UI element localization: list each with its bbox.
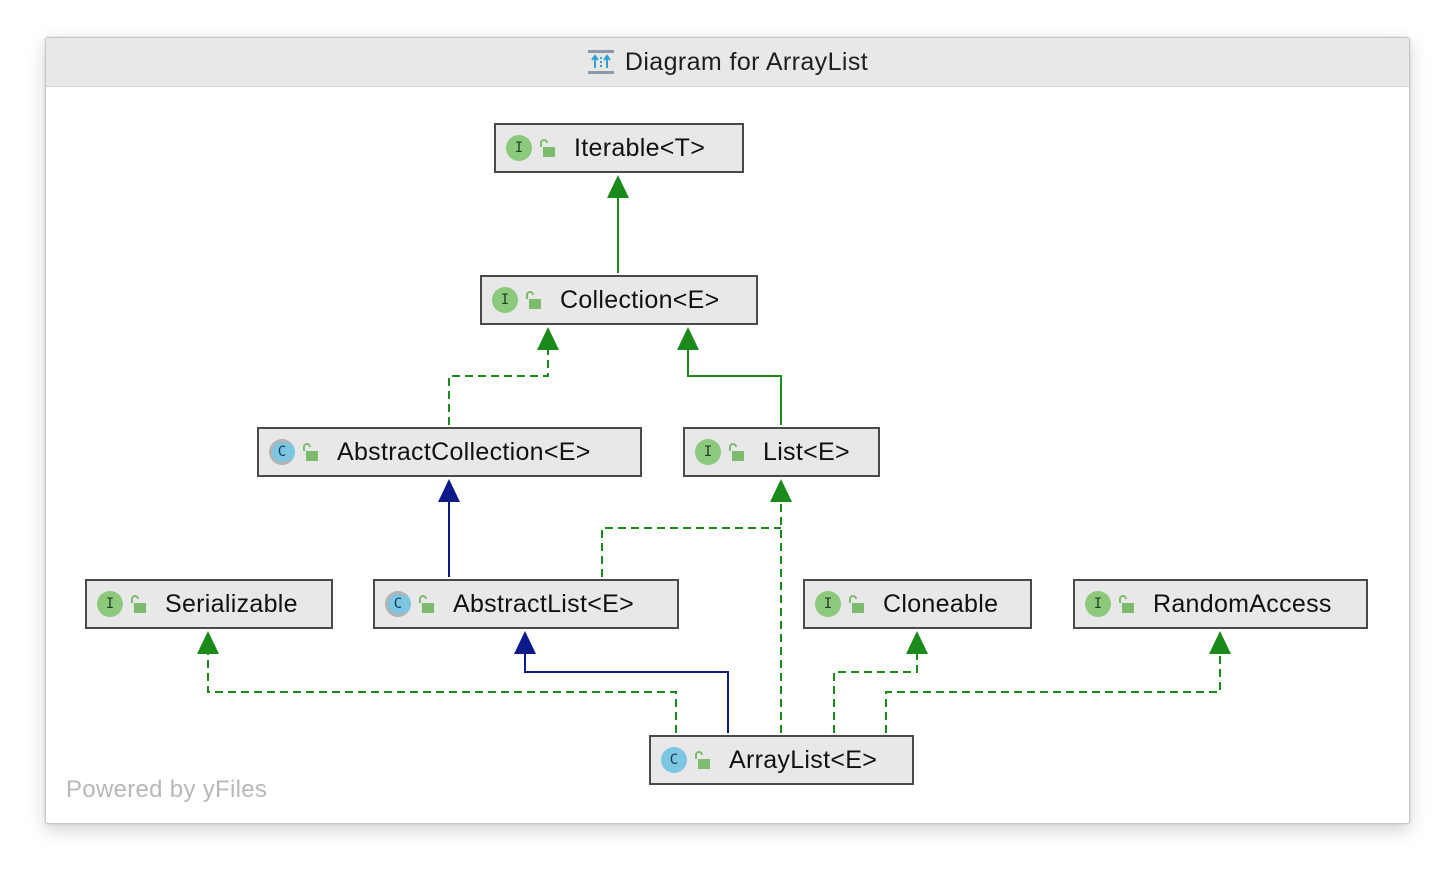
node-label: ArrayList<E> (729, 745, 878, 774)
interface-icon: I (492, 287, 518, 313)
edge-collection-iterable[interactable] (607, 175, 629, 273)
node-label: List<E> (763, 437, 850, 466)
edge-abstractlist-abstractcollection[interactable] (438, 479, 460, 577)
node-collection[interactable]: I Collection<E> (480, 275, 758, 325)
node-list[interactable]: I List<E> (683, 427, 880, 477)
node-label: RandomAccess (1153, 589, 1332, 618)
arrowhead (514, 631, 536, 654)
diagram-icon (587, 50, 614, 74)
arrowhead (537, 327, 559, 350)
node-cloneable[interactable]: I Cloneable (803, 579, 1032, 629)
edge-list-collection[interactable] (677, 327, 782, 425)
node-label: Iterable<T> (574, 133, 706, 162)
edge-arraylist-list[interactable] (770, 479, 792, 733)
node-label: AbstractCollection<E> (337, 437, 591, 466)
interface-icon: I (506, 135, 532, 161)
lock-open-icon (419, 595, 434, 613)
abstract-class-icon: C (385, 591, 411, 617)
edge-arraylist-cloneable[interactable] (833, 631, 928, 733)
title-bar: Diagram for ArrayList (46, 38, 1409, 87)
class-icon: C (661, 747, 687, 773)
node-label: Cloneable (883, 589, 999, 618)
edge-arraylist-randomaccess[interactable] (885, 631, 1231, 733)
node-abstract-list[interactable]: C AbstractList<E> (373, 579, 679, 629)
node-random-access[interactable]: I RandomAccess (1073, 579, 1368, 629)
interface-icon: I (97, 591, 123, 617)
arrowhead (677, 327, 699, 350)
node-abstract-collection[interactable]: C AbstractCollection<E> (257, 427, 642, 477)
arrowhead (1209, 631, 1231, 654)
edge-arraylist-serializable[interactable] (197, 631, 677, 733)
node-iterable[interactable]: I Iterable<T> (494, 123, 744, 173)
arrowhead (197, 631, 219, 654)
interface-icon: I (815, 591, 841, 617)
edge-arraylist-abstractlist[interactable] (514, 631, 729, 733)
arrowhead (906, 631, 928, 654)
lock-open-icon (526, 291, 541, 309)
lock-open-icon (1119, 595, 1134, 613)
lock-open-icon (131, 595, 146, 613)
node-array-list[interactable]: C ArrayList<E> (649, 735, 914, 785)
arrowhead (607, 175, 629, 198)
node-label: AbstractList<E> (453, 589, 634, 618)
node-label: Serializable (165, 589, 298, 618)
lock-open-icon (695, 751, 710, 769)
lock-open-icon (540, 139, 555, 157)
node-serializable[interactable]: I Serializable (85, 579, 333, 629)
edge-abstractlist-list[interactable] (601, 527, 781, 577)
interface-icon: I (1085, 591, 1111, 617)
lock-open-icon (849, 595, 864, 613)
arrowhead (770, 479, 792, 502)
abstract-class-icon: C (269, 439, 295, 465)
lock-open-icon (729, 443, 744, 461)
interface-icon: I (695, 439, 721, 465)
node-label: Collection<E> (560, 285, 720, 314)
edge-abstractcollection-collection[interactable] (448, 327, 559, 425)
lock-open-icon (303, 443, 318, 461)
window-title: Diagram for ArrayList (624, 47, 869, 76)
arrowhead (438, 479, 460, 502)
powered-by-label: Powered by yFiles (66, 776, 268, 803)
